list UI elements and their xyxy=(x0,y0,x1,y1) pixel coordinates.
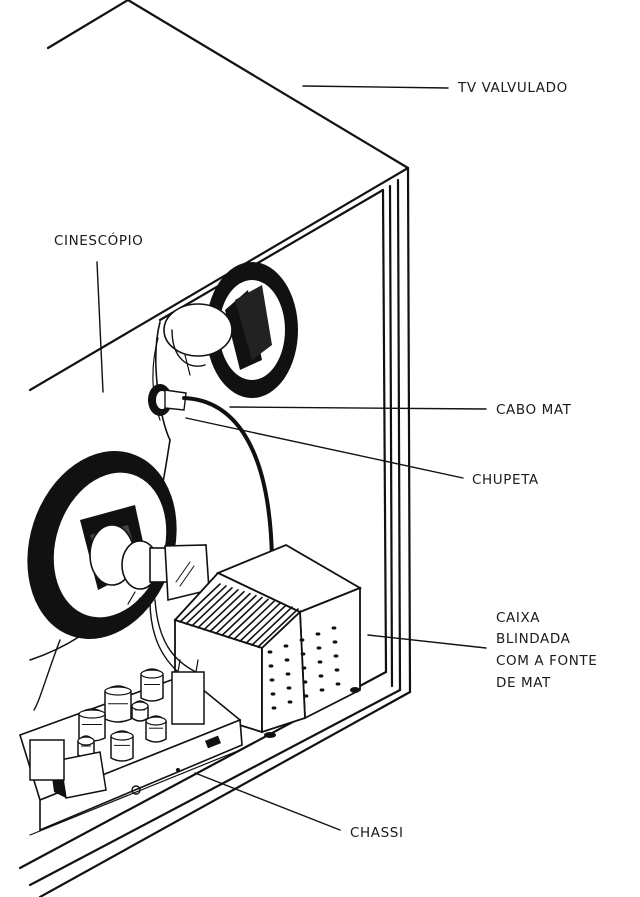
chassis xyxy=(19,659,243,836)
label-caixa-line-3: COM A FONTE xyxy=(496,653,597,669)
leader-chupeta xyxy=(185,417,464,479)
vent-hole xyxy=(300,652,306,656)
vent-hole xyxy=(303,694,309,698)
box-fin xyxy=(215,594,257,635)
leader-chassi xyxy=(194,772,341,831)
box-fin xyxy=(209,592,251,633)
box-fin xyxy=(245,604,287,644)
label-caixa-line-4: DE MAT xyxy=(496,675,551,691)
box-fin xyxy=(239,602,281,643)
box-fin xyxy=(197,588,239,629)
vacuum-valve xyxy=(145,715,167,743)
vacuum-valve xyxy=(140,668,164,702)
hv-cable xyxy=(182,396,274,562)
label-cabo-mat: CABO MAT xyxy=(496,402,572,418)
upper-speaker xyxy=(163,262,298,398)
leader-tv xyxy=(302,85,449,89)
tv-cabinet xyxy=(18,0,412,897)
box-fin xyxy=(179,583,221,623)
vacuum-valve xyxy=(104,685,132,723)
label-cinescopio: CINESCÓPIO xyxy=(54,231,143,249)
vent-hole xyxy=(335,682,341,686)
label-chupeta: CHUPETA xyxy=(472,472,539,488)
vent-hole xyxy=(301,666,307,670)
vent-hole xyxy=(317,660,323,664)
vent-hole xyxy=(334,668,340,672)
label-caixa-line-2: BLINDADA xyxy=(496,631,571,647)
label-chassi: CHASSI xyxy=(350,825,404,841)
leader-cabo-mat xyxy=(229,406,487,410)
vent-hole xyxy=(271,706,277,710)
vent-hole xyxy=(316,646,322,650)
box-fin xyxy=(185,585,227,625)
vent-hole xyxy=(267,650,273,654)
vent-hole xyxy=(287,700,293,704)
vent-hole xyxy=(286,686,292,690)
vent-hole xyxy=(268,664,274,668)
label-tv-valvulado: TV VALVULADO xyxy=(457,80,568,96)
vent-hole xyxy=(302,680,308,684)
vent-hole xyxy=(285,672,291,676)
leader-cinescopio xyxy=(96,261,104,393)
vent-hole xyxy=(283,644,289,648)
anode-cap xyxy=(148,384,187,416)
vent-hole xyxy=(333,654,339,658)
wires xyxy=(33,599,197,711)
leader-caixa xyxy=(367,634,487,649)
vacuum-valve xyxy=(131,700,149,722)
box-fin xyxy=(221,596,263,637)
label-caixa-line-1: CAIXA xyxy=(496,610,540,626)
vent-hole xyxy=(284,658,290,662)
box-fin xyxy=(233,600,275,641)
vent-hole xyxy=(332,640,338,644)
vent-hole xyxy=(319,688,325,692)
vent-hole xyxy=(299,638,305,642)
lower-speaker xyxy=(27,451,210,639)
vent-hole xyxy=(315,632,321,636)
vacuum-valve xyxy=(110,730,134,762)
box-fin xyxy=(191,587,233,627)
vent-hole xyxy=(270,692,276,696)
vent-hole xyxy=(318,674,324,678)
box-fin xyxy=(251,606,293,646)
box-fin xyxy=(227,598,269,639)
leader-lines xyxy=(96,85,487,831)
vent-hole xyxy=(331,626,337,630)
vent-hole xyxy=(269,678,275,682)
box-fin xyxy=(203,590,245,631)
box-fin xyxy=(257,608,299,648)
